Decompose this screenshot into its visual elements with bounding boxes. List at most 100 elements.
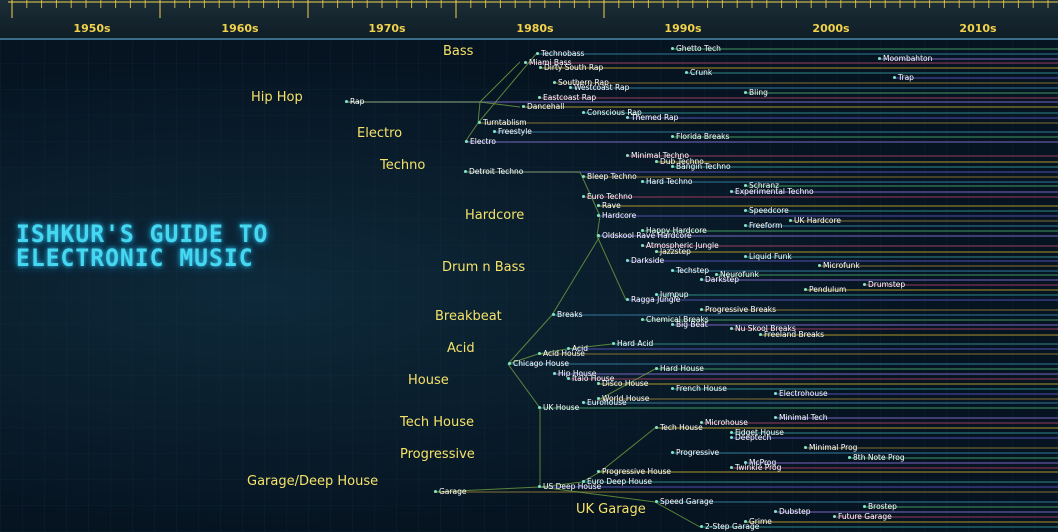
- genre-node[interactable]: Eastcoast Rap: [538, 94, 596, 102]
- genre-node[interactable]: Chemical Breaks: [641, 316, 709, 324]
- genre-node[interactable]: Speed Garage: [655, 498, 713, 506]
- category-breakbeat[interactable]: Breakbeat: [435, 309, 502, 324]
- genre-node[interactable]: Experimental Techno: [730, 188, 814, 196]
- genre-node[interactable]: Grime: [744, 518, 772, 526]
- genre-node[interactable]: Techstep: [671, 267, 709, 275]
- genre-node[interactable]: Happy Hardcore: [641, 227, 707, 235]
- genre-node[interactable]: Electrohouse: [774, 390, 828, 398]
- genre-node[interactable]: Speedcore: [744, 207, 789, 215]
- genre-node[interactable]: Oldskool Rave Hardcore: [597, 232, 692, 240]
- genre-node[interactable]: Rap: [345, 98, 364, 106]
- genre-node[interactable]: Microhouse: [700, 419, 748, 427]
- genre-node[interactable]: Trap: [893, 74, 914, 82]
- genre-node[interactable]: World House: [597, 395, 649, 403]
- genre-node[interactable]: Fidget House: [730, 429, 784, 437]
- genre-node[interactable]: Minimal Techno: [626, 152, 689, 160]
- genre-node[interactable]: Breaks: [552, 311, 583, 319]
- category-garage[interactable]: Garage/Deep House: [247, 474, 379, 489]
- genre-node[interactable]: Bling: [744, 89, 768, 97]
- genre-node[interactable]: Atmospheric Jungle: [641, 242, 719, 250]
- genre-node[interactable]: Neurofunk: [715, 271, 759, 279]
- category-techhouse[interactable]: Tech House: [400, 415, 474, 430]
- genre-node[interactable]: Chicago House: [508, 360, 569, 368]
- genre-node[interactable]: UK House: [538, 404, 579, 412]
- category-techno[interactable]: Techno: [380, 158, 426, 173]
- genre-node[interactable]: Big Beat: [671, 321, 708, 329]
- genre-node[interactable]: US Deep House: [538, 483, 601, 491]
- category-house[interactable]: House: [408, 373, 449, 388]
- genre-node[interactable]: Southern Rap: [553, 79, 609, 87]
- genre-node[interactable]: Bangin Techno: [671, 163, 731, 171]
- genre-node[interactable]: Rave: [597, 202, 621, 210]
- genre-node[interactable]: 8th Note Prog: [848, 454, 905, 462]
- category-dnb[interactable]: Drum n Bass: [442, 260, 526, 275]
- genre-node[interactable]: Tech House: [655, 424, 703, 432]
- genre-node[interactable]: Pendulum: [804, 286, 846, 294]
- genre-node[interactable]: Acid: [567, 345, 588, 353]
- genre-node[interactable]: Bleep Techno: [582, 173, 637, 181]
- genre-node[interactable]: Jazzstep: [655, 248, 691, 256]
- genre-node[interactable]: 2-Step Garage: [700, 523, 759, 531]
- genre-node[interactable]: UK Hardcore: [789, 217, 841, 225]
- genre-node[interactable]: Freestyle: [493, 128, 532, 136]
- genre-node[interactable]: Themed Rap: [626, 114, 678, 122]
- genre-node[interactable]: Florida Breaks: [671, 133, 729, 141]
- category-acid[interactable]: Acid: [447, 341, 475, 356]
- category-electro[interactable]: Electro: [357, 126, 403, 141]
- genre-node[interactable]: Technobass: [536, 50, 584, 58]
- category-hiphop[interactable]: Hip Hop: [251, 90, 303, 105]
- genre-node[interactable]: Dubstep: [774, 508, 811, 516]
- genre-node[interactable]: Dancehall: [522, 103, 564, 111]
- genre-node[interactable]: Ragga Jungle: [626, 296, 680, 304]
- genre-node[interactable]: Darkside: [626, 257, 664, 265]
- genre-node[interactable]: Turntablism: [478, 119, 527, 127]
- genre-node[interactable]: Garage: [434, 488, 466, 496]
- genre-node[interactable]: Freeform: [744, 222, 782, 230]
- genre-node[interactable]: Moombahton: [878, 55, 932, 63]
- genre-node[interactable]: Minimal Tech: [774, 414, 828, 422]
- genre-node[interactable]: Euro Deep House: [582, 478, 652, 486]
- genre-node[interactable]: Drumstep: [863, 281, 905, 289]
- genre-node[interactable]: Detroit Techno: [464, 168, 523, 176]
- genre-node[interactable]: Twinkle Prog: [730, 464, 781, 472]
- genre-node[interactable]: Nu Skool Breaks: [730, 325, 796, 333]
- category-ukgarage[interactable]: UK Garage: [576, 502, 646, 517]
- genre-node[interactable]: Jumpup: [655, 291, 689, 299]
- genre-node[interactable]: Acid House: [538, 350, 585, 358]
- genre-node[interactable]: Microfunk: [818, 262, 860, 270]
- genre-node[interactable]: Electro: [465, 138, 496, 146]
- genre-node[interactable]: Eurohouse: [582, 399, 627, 407]
- genre-node[interactable]: Disco House: [597, 380, 648, 388]
- genre-node[interactable]: Liquid Funk: [744, 253, 792, 261]
- genre-node[interactable]: Future Garage: [833, 513, 892, 521]
- genre-node[interactable]: Progressive: [671, 449, 719, 457]
- genre-node[interactable]: Dub Techno: [655, 158, 704, 166]
- genre-node[interactable]: Freeland Breaks: [759, 331, 824, 339]
- category-bass[interactable]: Bass: [443, 44, 474, 59]
- genre-node[interactable]: Ghetto Tech: [671, 45, 721, 53]
- genre-node[interactable]: French House: [671, 385, 727, 393]
- genre-node[interactable]: Brostep: [863, 503, 897, 511]
- genre-node[interactable]: Progressive House: [597, 468, 671, 476]
- genre-node[interactable]: Schranz: [744, 182, 779, 190]
- genre-node[interactable]: Crunk: [685, 69, 712, 77]
- genre-node[interactable]: McProg: [744, 459, 776, 467]
- genre-node[interactable]: Conscious Rap: [582, 109, 642, 117]
- genre-node[interactable]: Hip House: [553, 370, 596, 378]
- genre-node[interactable]: Italo House: [567, 375, 614, 383]
- genre-node[interactable]: Hardcore: [597, 212, 636, 220]
- genre-node[interactable]: Darkstep: [700, 276, 739, 284]
- genre-node[interactable]: Westcoast Rap: [569, 84, 629, 92]
- genre-node[interactable]: Progressive Breaks: [700, 306, 776, 314]
- genre-node[interactable]: Miami Bass: [524, 59, 571, 67]
- category-progressive[interactable]: Progressive: [400, 447, 475, 462]
- genre-node[interactable]: Hard Techno: [641, 178, 692, 186]
- genre-node[interactable]: Minimal Prog: [804, 444, 857, 452]
- genre-node[interactable]: Dirty South Rap: [539, 64, 603, 72]
- genre-node[interactable]: Deeptech: [730, 434, 771, 442]
- genre-node[interactable]: Euro Techno: [582, 193, 633, 201]
- genre-node[interactable]: Hard House: [655, 365, 704, 373]
- genre-node[interactable]: Hard Acid: [612, 340, 653, 348]
- category-hardcore[interactable]: Hardcore: [465, 208, 525, 223]
